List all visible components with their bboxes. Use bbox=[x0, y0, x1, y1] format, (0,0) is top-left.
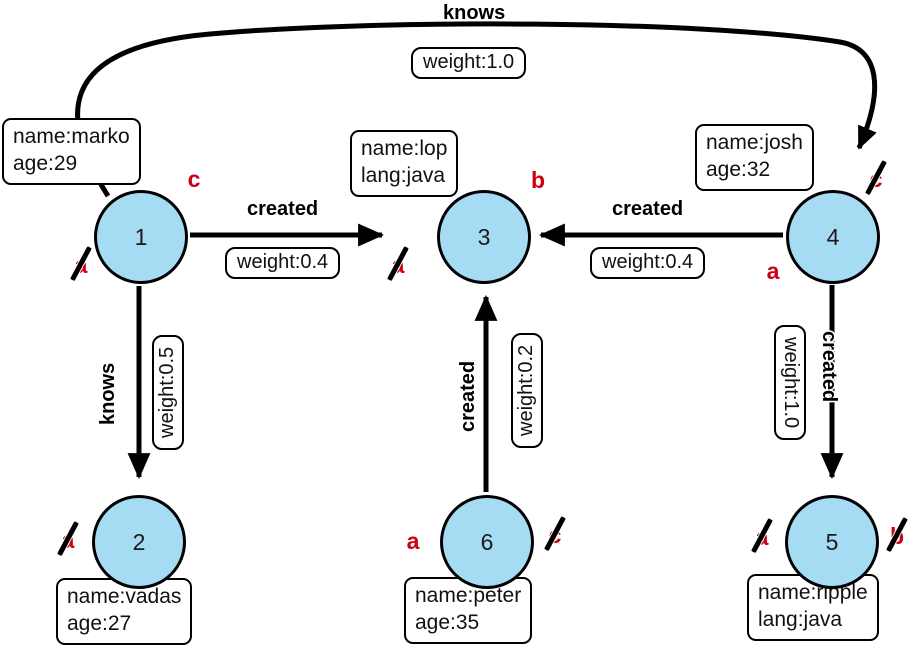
marker-letter: a bbox=[406, 527, 420, 554]
edge-weight-knows-1-4: weight:1.0 bbox=[411, 47, 527, 79]
marker-letter: a bbox=[766, 257, 780, 284]
edge-weight-created-1-3: weight:0.4 bbox=[225, 247, 341, 279]
edge-knows-1-4 bbox=[75, 21, 878, 198]
prop-line: age:35 bbox=[415, 610, 480, 634]
graph-node-1[interactable]: 1 bbox=[94, 190, 188, 284]
edge-weight-created-6-3: weight:0.2 bbox=[511, 332, 543, 448]
prop-line: lang:java bbox=[361, 163, 446, 187]
annotation-marker-node5-a: a bbox=[749, 517, 775, 554]
edge-label-created-6-3: created bbox=[457, 360, 479, 432]
edge-label-created-4-5: created bbox=[818, 331, 840, 403]
prop-box-node-6: name:peter age:35 bbox=[404, 577, 533, 644]
edge-label-knows-1-4: knows bbox=[443, 2, 506, 24]
prop-line: name:peter bbox=[415, 584, 522, 607]
prop-line: name:josh bbox=[706, 131, 803, 154]
graph-node-3[interactable]: 3 bbox=[437, 190, 531, 284]
prop-line: name:vadas bbox=[67, 585, 182, 608]
annotation-marker-node3-a: a bbox=[385, 245, 411, 282]
edge-weight-created-4-5: weight:1.0 bbox=[774, 325, 806, 441]
edge-label-created-1-3: created bbox=[247, 198, 319, 220]
annotation-marker-node1-a: a bbox=[68, 245, 94, 282]
annotation-marker-node1-c: c bbox=[181, 166, 207, 192]
graph-node-4[interactable]: 4 bbox=[786, 190, 880, 284]
edge-weight-created-4-3: weight:0.4 bbox=[590, 247, 706, 279]
prop-line: age:32 bbox=[706, 157, 771, 181]
prop-line: age:27 bbox=[67, 611, 132, 635]
prop-box-node-4: name:josh age:32 bbox=[695, 124, 814, 191]
edge-label-knows-1-2: knows bbox=[97, 362, 119, 425]
annotation-marker-node6-a: a bbox=[400, 528, 426, 554]
annotation-marker-node3-b: b bbox=[525, 167, 551, 193]
edge-weight-knows-1-2: weight:0.5 bbox=[152, 334, 184, 450]
annotation-marker-node2-a: a bbox=[55, 520, 81, 557]
annotation-marker-node4-c: c bbox=[863, 159, 889, 196]
prop-box-node-3: name:lop lang:java bbox=[350, 130, 459, 197]
prop-line: lang:java bbox=[758, 607, 843, 631]
prop-box-node-1: name:marko age:29 bbox=[2, 118, 141, 185]
annotation-marker-node4-a: a bbox=[760, 258, 786, 284]
marker-letter: c bbox=[187, 165, 201, 192]
edge-label-created-4-3: created bbox=[612, 198, 684, 220]
prop-line: name:marko bbox=[13, 125, 130, 148]
prop-line: name:lop bbox=[361, 137, 448, 160]
graph-node-5[interactable]: 5 bbox=[785, 495, 879, 589]
graph-node-6[interactable]: 6 bbox=[440, 495, 534, 589]
prop-line: age:29 bbox=[13, 151, 78, 175]
prop-box-node-2: name:vadas age:27 bbox=[56, 578, 193, 645]
marker-letter: b bbox=[530, 166, 546, 193]
annotation-marker-node5-b: b bbox=[884, 516, 910, 553]
graph-node-2[interactable]: 2 bbox=[92, 495, 186, 589]
annotation-marker-node6-c: c bbox=[542, 515, 568, 552]
